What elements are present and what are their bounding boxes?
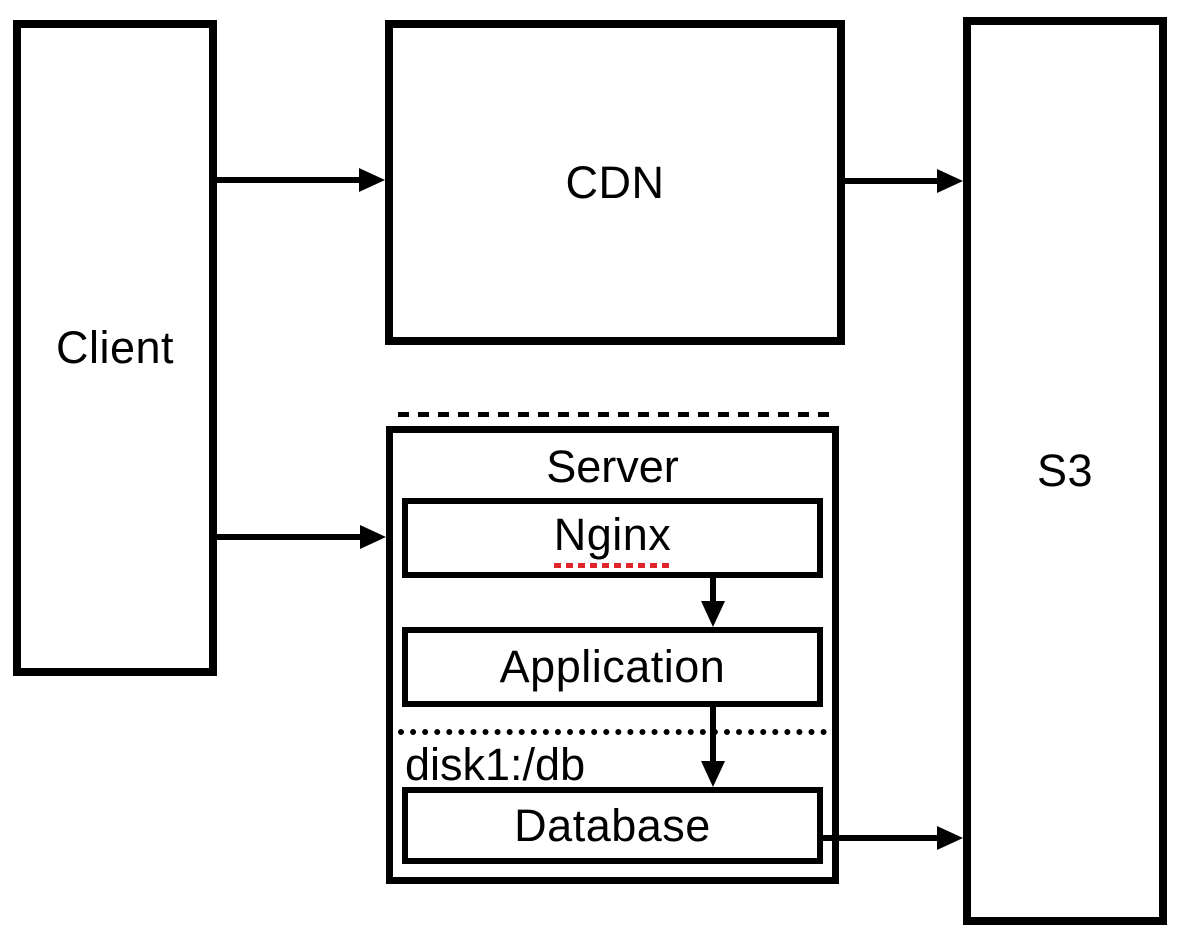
arrow-shaft: [217, 177, 361, 183]
node-cdn-label: CDN: [565, 156, 665, 208]
arrow-shaft: [820, 835, 939, 841]
arrowhead-down-icon: [701, 761, 725, 787]
node-s3-label: S3: [1036, 445, 1094, 496]
arrow-shaft: [845, 178, 939, 184]
disk-mount-label: disk1:/db: [405, 739, 586, 790]
node-nginx-label: Nginx: [553, 508, 672, 568]
arrowhead-right-icon: [360, 525, 386, 549]
node-database: Database: [402, 787, 823, 864]
node-s3: S3: [963, 17, 1167, 925]
arrow-shaft: [710, 578, 716, 603]
node-application: Application: [402, 627, 823, 707]
arrowhead-right-icon: [359, 168, 385, 192]
node-server: Server Nginx Application disk1:/db Datab…: [386, 426, 839, 884]
node-client: Client: [13, 20, 217, 676]
node-client-label: Client: [55, 322, 175, 373]
dashed-line-above-server: [398, 412, 836, 417]
node-server-label: Server: [546, 441, 679, 492]
arrowhead-right-icon: [937, 826, 963, 850]
node-application-label: Application: [499, 641, 726, 692]
arrowhead-right-icon: [937, 169, 963, 193]
node-nginx: Nginx: [402, 498, 823, 578]
arrowhead-down-icon: [701, 601, 725, 627]
arrow-shaft: [217, 534, 362, 540]
node-cdn: CDN: [385, 20, 845, 345]
disk-partition-divider: [398, 729, 839, 735]
arrow-shaft: [710, 707, 716, 763]
node-database-label: Database: [514, 799, 711, 851]
